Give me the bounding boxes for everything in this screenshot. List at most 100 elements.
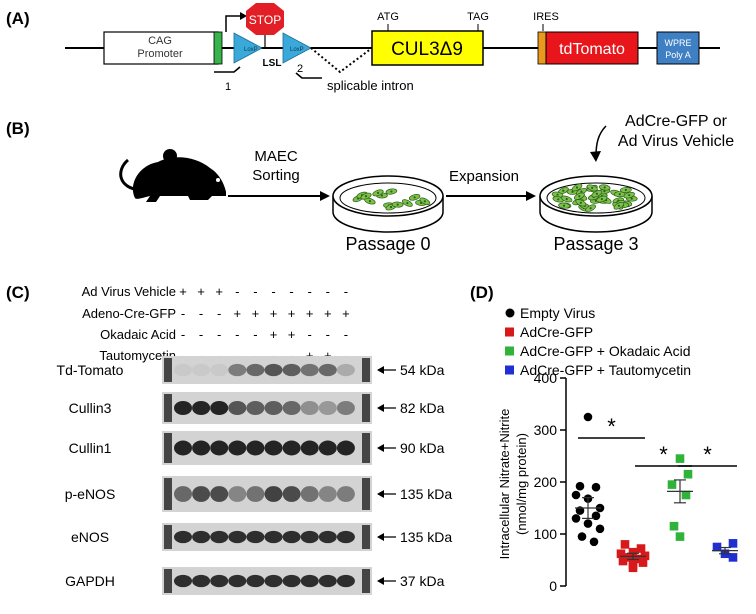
treatment-mark: - xyxy=(181,327,185,342)
blot-band xyxy=(264,363,283,377)
blot-band xyxy=(210,363,229,377)
blot-band xyxy=(318,486,337,502)
western-blot-panel: Ad Virus Vehicle+++-------Adeno-Cre-GFP-… xyxy=(57,284,452,595)
size-label: 37 kDa xyxy=(400,573,445,589)
blot-band xyxy=(246,363,265,377)
tdtomato-box xyxy=(545,31,639,65)
blot-band xyxy=(246,400,265,416)
passage-3-label: Passage 3 xyxy=(553,234,638,254)
blot-band xyxy=(300,440,319,456)
cell-nucleus xyxy=(617,204,621,207)
cell-nucleus xyxy=(630,197,633,200)
legend-marker xyxy=(505,365,514,375)
blot-band xyxy=(192,574,211,588)
green-tag-box xyxy=(213,31,223,65)
intron-label: splicable intron xyxy=(327,78,414,93)
data-point xyxy=(577,532,587,541)
blot-band xyxy=(336,440,355,456)
cell-nucleus xyxy=(575,186,579,189)
cell-nucleus xyxy=(380,194,384,197)
size-label: 90 kDa xyxy=(400,440,445,456)
cell-nucleus xyxy=(600,197,603,201)
data-point xyxy=(675,532,685,541)
cag-label: CAG xyxy=(148,35,172,47)
protein-label: GAPDH xyxy=(65,573,115,589)
sorting-label: Sorting xyxy=(252,167,300,184)
treatment-label-2: Ad Virus Vehicle xyxy=(618,133,734,150)
ladder-lane xyxy=(362,433,370,463)
data-point xyxy=(728,553,738,562)
blot-band xyxy=(264,400,283,416)
treatment-mark: - xyxy=(289,284,293,299)
cell-nucleus xyxy=(624,188,627,192)
treatment-mark: - xyxy=(235,327,239,342)
data-point xyxy=(628,563,638,573)
ladder-lane xyxy=(164,433,172,463)
promoter-label: Promoter xyxy=(137,48,183,60)
cell-nucleus xyxy=(396,203,399,206)
legend-item-okadaic: AdCre-GFP + Okadaic Acid xyxy=(520,343,691,359)
cell-nucleus xyxy=(603,186,606,189)
blot-band xyxy=(318,530,337,544)
loxp-label-1: LoxP xyxy=(244,47,258,53)
tag-label: TAG xyxy=(467,11,489,23)
data-point xyxy=(571,514,581,523)
blot-band xyxy=(282,574,301,588)
blot-band xyxy=(192,486,211,502)
blot-band xyxy=(300,486,319,502)
condition-label: Tautomycetin xyxy=(99,348,176,363)
blot-band xyxy=(192,530,211,544)
wpre-box xyxy=(656,31,700,65)
cell-nucleus xyxy=(413,196,416,199)
blot-band xyxy=(300,400,319,416)
panel-label-b: (B) xyxy=(6,119,30,138)
blot-band xyxy=(318,440,337,456)
data-point xyxy=(675,454,685,463)
blot-band xyxy=(174,400,192,416)
panel-label-d: (D) xyxy=(470,283,494,302)
cell-nucleus xyxy=(603,190,606,193)
cell-nucleus xyxy=(556,193,559,196)
treatment-mark: - xyxy=(271,284,275,299)
treatment-mark: - xyxy=(199,348,203,363)
ladder-lane xyxy=(362,394,370,422)
treatment-mark: + xyxy=(324,348,332,363)
blot-band xyxy=(264,486,283,502)
blot-band xyxy=(282,363,301,377)
treatment-mark: + xyxy=(306,306,314,321)
treatment-mark: - xyxy=(253,284,257,299)
treatment-mark: + xyxy=(324,306,332,321)
blot-band xyxy=(300,574,319,588)
blot-band xyxy=(174,440,192,456)
size-label: 54 kDa xyxy=(400,362,445,378)
expansion-label: Expansion xyxy=(449,168,519,185)
lsl-label: LSL xyxy=(263,58,282,69)
size-arrowhead xyxy=(377,490,384,498)
y-tick-label: 300 xyxy=(534,422,558,438)
legend-marker xyxy=(505,346,514,356)
ladder-lane xyxy=(164,394,172,422)
stop-sign-icon xyxy=(246,3,284,35)
blot-band xyxy=(264,574,283,588)
wpre-label: WPRE xyxy=(665,38,692,48)
mouse-icon xyxy=(119,149,226,202)
blot-band xyxy=(336,574,355,588)
treatment-mark: - xyxy=(199,306,203,321)
treatment-mark: + xyxy=(234,306,242,321)
primer-1-label: 1 xyxy=(225,81,231,93)
y-tick-label: 200 xyxy=(534,474,558,490)
treatment-mark: - xyxy=(271,348,275,363)
cell-nucleus xyxy=(580,190,583,193)
protein-label: Td-Tomato xyxy=(57,362,124,378)
blot-band xyxy=(174,486,192,502)
blot-band xyxy=(192,400,211,416)
significance-star: * xyxy=(703,442,712,467)
atg-label: ATG xyxy=(377,11,399,23)
treatment-mark: - xyxy=(308,327,312,342)
stop-label: STOP xyxy=(249,13,281,27)
blot-band xyxy=(228,486,247,502)
blot-band xyxy=(318,574,337,588)
size-arrowhead xyxy=(377,366,384,374)
cell-nucleus xyxy=(618,193,621,196)
loxp-label-2: LoxP xyxy=(290,47,304,53)
